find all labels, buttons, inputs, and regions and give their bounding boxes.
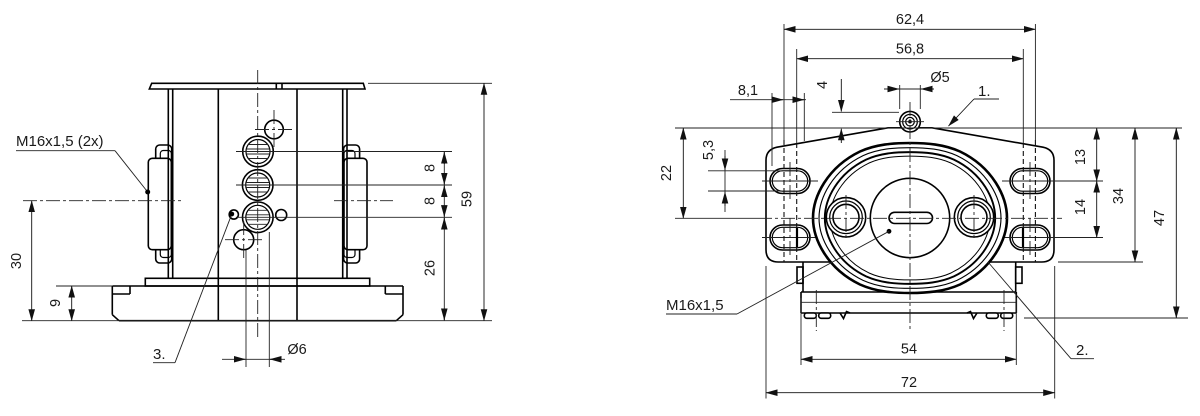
- dim-8-1-text: 8,1: [738, 83, 758, 99]
- dim-34: 34: [1111, 127, 1139, 263]
- dim-5-3: 5,3: [701, 140, 782, 212]
- dim-13: 13: [1073, 127, 1100, 182]
- dim-54-text: 54: [901, 342, 917, 358]
- dim-34-text: 34: [1111, 188, 1127, 204]
- hidden-edges: [783, 140, 1036, 262]
- label-m16x15: M16x1,5: [666, 230, 890, 315]
- dim-59-text: 59: [460, 191, 476, 207]
- dim-62-4-text: 62,4: [896, 12, 924, 28]
- port-right: [953, 196, 995, 238]
- dim-47: 47: [1152, 127, 1180, 319]
- dim-dia6-text: Ø6: [287, 342, 306, 358]
- dim-8-upper-text: 8: [423, 164, 439, 172]
- callout-2: 2.: [987, 261, 1094, 360]
- dim-56-8-text: 56,8: [896, 42, 924, 58]
- label-m16x15-2x: M16x1,5 (2x): [16, 133, 151, 195]
- dim-30: 30: [9, 200, 36, 322]
- front-centerlines: [23, 70, 393, 340]
- dim-59: 59: [460, 82, 488, 322]
- dim-22-text: 22: [659, 165, 675, 181]
- dim-5-3-text: 5,3: [701, 140, 717, 160]
- dim-72-text: 72: [901, 375, 917, 391]
- side-view: 62,4 56,8 Ø5 8,1: [659, 12, 1188, 399]
- dim-8-8-26: 8 8 26: [423, 151, 448, 321]
- callout-3: 3.: [153, 211, 235, 364]
- dim-14-text: 14: [1073, 199, 1089, 215]
- callout-2-text: 2.: [1076, 342, 1089, 359]
- dim-13-text: 13: [1073, 149, 1089, 165]
- pin-hole-right: [274, 208, 288, 222]
- dim-9: 9: [48, 285, 75, 322]
- dim-30-text: 30: [9, 253, 25, 269]
- dim-4-text: 4: [815, 81, 831, 89]
- dim-9-text: 9: [48, 299, 64, 307]
- callout-3-text: 3.: [153, 346, 166, 363]
- dim-8-lower-text: 8: [423, 197, 439, 205]
- callout-1: 1.: [948, 83, 999, 127]
- label-m16x15-2x-text: M16x1,5 (2x): [16, 133, 104, 150]
- dim-47-text: 47: [1152, 210, 1168, 226]
- dim-8-1: 8,1: [730, 83, 806, 166]
- dim-72: 72: [765, 266, 1056, 399]
- dim-4: 4: [815, 79, 899, 143]
- dim-dia5: Ø5: [884, 70, 950, 109]
- callout-1-text: 1.: [978, 83, 991, 100]
- dim-dia5-text: Ø5: [930, 70, 949, 86]
- side-centerlines: [675, 102, 1062, 330]
- dim-54: 54: [800, 298, 1017, 365]
- dim-62-4: 62,4: [783, 12, 1036, 140]
- dim-dia6: Ø6: [222, 342, 307, 363]
- dim-22: 22: [659, 127, 687, 219]
- dim-26-text: 26: [423, 260, 439, 276]
- dim-14: 14: [1073, 180, 1100, 238]
- flange-slots: [762, 162, 1103, 257]
- front-view: 30 9 8 8 26 59 Ø6: [9, 70, 492, 367]
- dim-56-8: 56,8: [796, 42, 1024, 143]
- label-m16x15-text: M16x1,5: [666, 297, 724, 314]
